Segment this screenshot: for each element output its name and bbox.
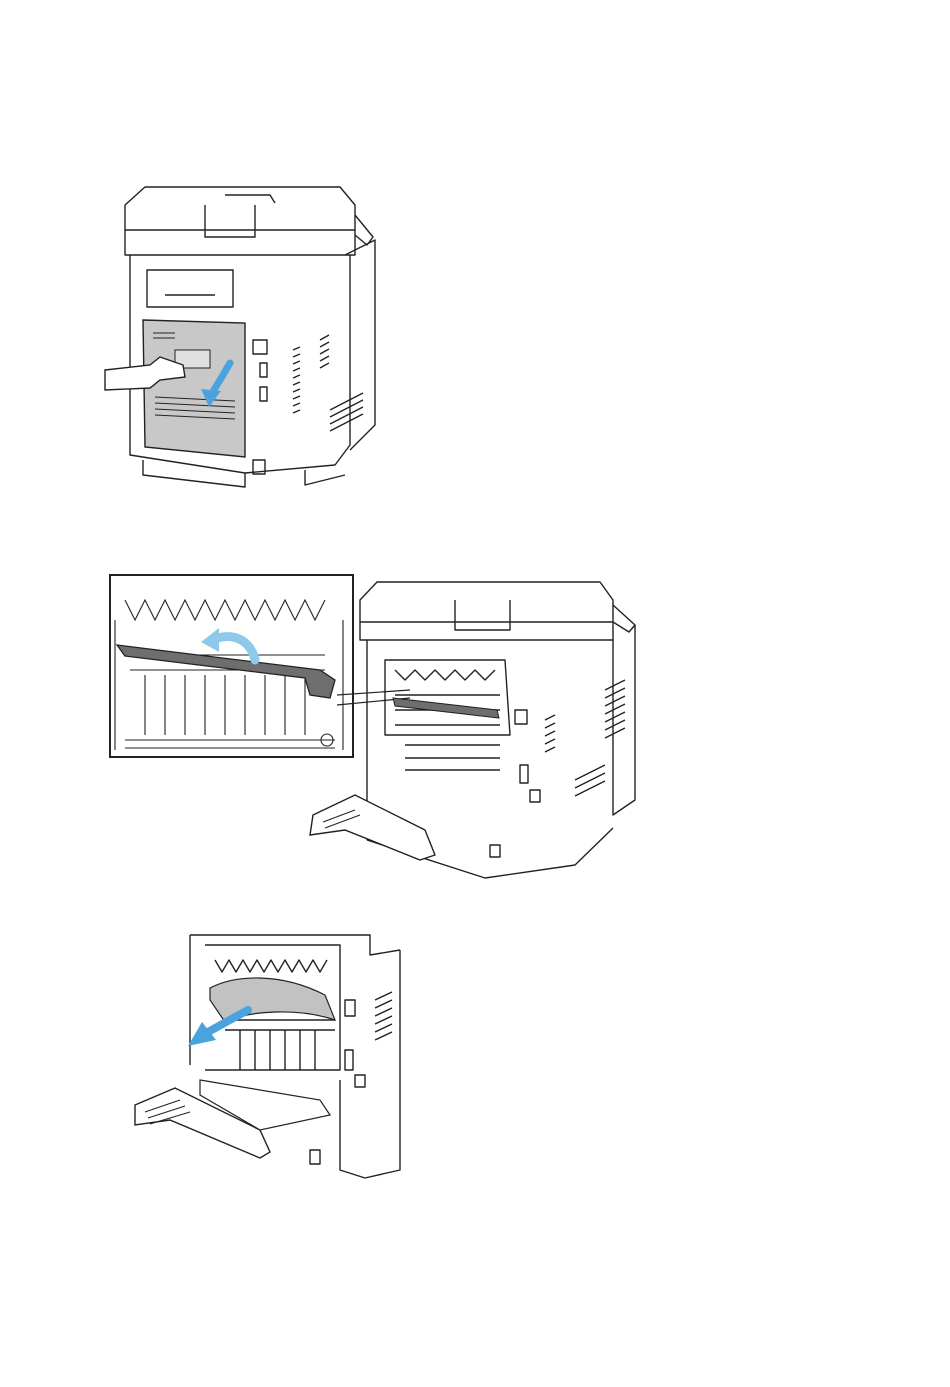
figure-remove-jammed-paper (130, 930, 410, 1185)
figure-open-rear-door (105, 175, 390, 500)
jammed-paper (210, 978, 335, 1022)
pull-paper-arrow-icon (188, 1010, 248, 1046)
figure-raise-fuser-lever (105, 560, 650, 890)
